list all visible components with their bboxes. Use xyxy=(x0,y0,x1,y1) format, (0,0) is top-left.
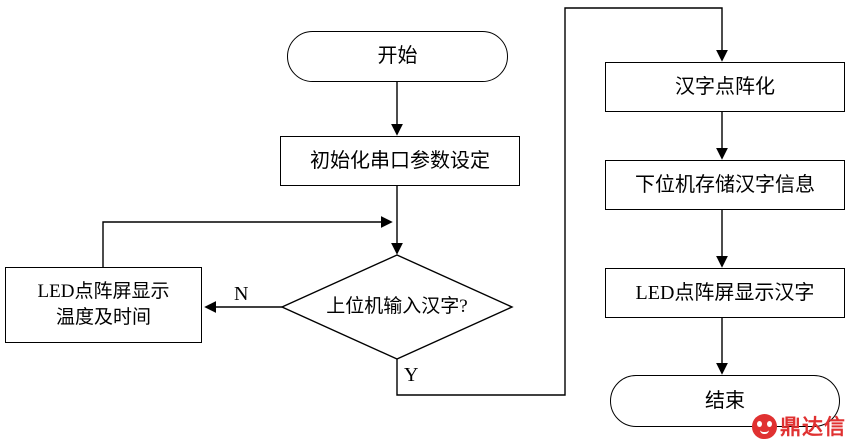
node-led-temp-time-line2: 温度及时间 xyxy=(55,307,151,328)
node-led-temp-time: LED点阵屏显示 温度及时间 xyxy=(5,267,202,343)
edge-decision-yes xyxy=(396,7,728,396)
node-start-label: 开始 xyxy=(377,45,418,67)
edge-label-yes: Y xyxy=(404,364,419,386)
node-decision-label: 上位机输入汉字? xyxy=(326,296,468,317)
node-store-info-label: 下位机存储汉字信息 xyxy=(635,173,815,196)
node-display-hanzi: LED点阵屏显示汉字 xyxy=(605,268,845,318)
node-display-hanzi-label: LED点阵屏显示汉字 xyxy=(635,281,815,304)
dingdaxin-logo-icon xyxy=(752,413,777,439)
node-start: 开始 xyxy=(287,31,508,82)
node-end-label: 结束 xyxy=(705,389,745,412)
node-led-temp-time-line1: LED点阵屏显示 xyxy=(37,281,170,303)
edge-ledtemp-loop xyxy=(102,216,393,267)
node-dotmatrix-label: 汉字点阵化 xyxy=(675,75,775,98)
node-end: 结束 xyxy=(610,375,840,427)
node-init-serial: 初始化串口参数设定 xyxy=(280,136,520,186)
watermark: 鼎达信 xyxy=(752,411,846,441)
decision-diamond-shape xyxy=(280,254,514,360)
watermark-text: 鼎达信 xyxy=(780,416,846,439)
edge-label-no: N xyxy=(234,283,249,305)
node-dotmatrix: 汉字点阵化 xyxy=(605,62,845,112)
node-init-serial-label: 初始化串口参数设定 xyxy=(310,149,490,172)
node-store-info: 下位机存储汉字信息 xyxy=(605,160,845,210)
